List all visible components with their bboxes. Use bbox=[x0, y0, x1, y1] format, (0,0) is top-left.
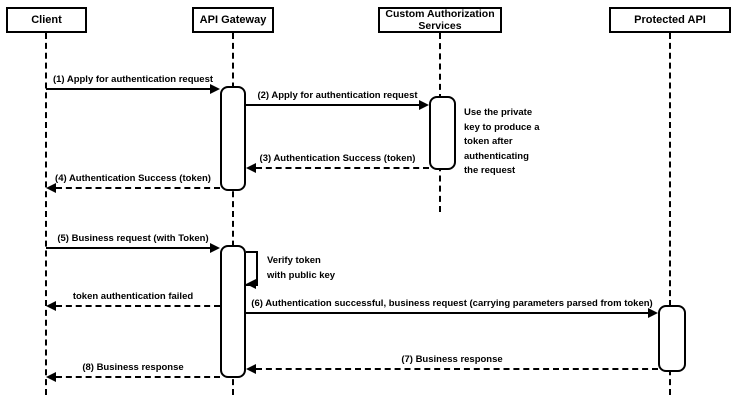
self-message-label: Verify token with public key bbox=[267, 255, 336, 281]
message-2-line bbox=[246, 104, 419, 106]
message-1-line bbox=[46, 88, 210, 90]
note-private-key: Use the private key to produce a token a… bbox=[464, 107, 540, 176]
actor-custom-auth-services-label: Custom Authorization Services bbox=[385, 7, 495, 32]
activation-api-gateway-auth bbox=[220, 86, 246, 191]
arrowhead-left-icon bbox=[246, 364, 256, 374]
lifeline-client bbox=[45, 33, 47, 395]
activation-protected-api bbox=[658, 305, 686, 372]
actor-client-label: Client bbox=[31, 13, 62, 26]
lifeline-protected-api bbox=[669, 33, 671, 395]
actor-api-gateway-label: API Gateway bbox=[199, 13, 267, 26]
message-2-label: (2) Apply for authentication request bbox=[257, 90, 418, 101]
message-6-line bbox=[246, 312, 648, 314]
actor-protected-api-label: Protected API bbox=[634, 13, 706, 26]
message-3-label: (3) Authentication Success (token) bbox=[259, 153, 416, 164]
arrowhead-left-icon bbox=[246, 279, 256, 289]
message-4-label: (4) Authentication Success (token) bbox=[55, 173, 211, 184]
activation-api-gateway-business bbox=[220, 245, 246, 378]
message-5-line bbox=[46, 247, 210, 249]
actor-protected-api: Protected API bbox=[609, 7, 731, 33]
arrowhead-right-icon bbox=[648, 308, 658, 318]
arrowhead-right-icon bbox=[419, 100, 429, 110]
activation-custom-auth bbox=[429, 96, 456, 170]
arrowhead-right-icon bbox=[210, 84, 220, 94]
message-failed-line bbox=[56, 305, 220, 307]
arrowhead-left-icon bbox=[246, 163, 256, 173]
message-8-line bbox=[56, 376, 220, 378]
actor-custom-auth-services: Custom Authorization Services bbox=[378, 7, 502, 33]
message-failed-label: token authentication failed bbox=[72, 291, 194, 302]
message-6-label: (6) Authentication successful, business … bbox=[251, 298, 653, 309]
arrowhead-left-icon bbox=[46, 183, 56, 193]
message-4-line bbox=[56, 187, 220, 189]
lifeline-api-gateway bbox=[232, 33, 234, 395]
actor-api-gateway: API Gateway bbox=[192, 7, 274, 33]
message-7-label: (7) Business response bbox=[401, 354, 503, 365]
message-8-label: (8) Business response bbox=[82, 362, 184, 373]
arrowhead-left-icon bbox=[46, 301, 56, 311]
message-3-line bbox=[256, 167, 429, 169]
message-5-label: (5) Business request (with Token) bbox=[57, 233, 209, 244]
message-1-label: (1) Apply for authentication request bbox=[52, 74, 214, 85]
message-7-line bbox=[256, 368, 658, 370]
arrowhead-left-icon bbox=[46, 372, 56, 382]
actor-client: Client bbox=[6, 7, 87, 33]
arrowhead-right-icon bbox=[210, 243, 220, 253]
